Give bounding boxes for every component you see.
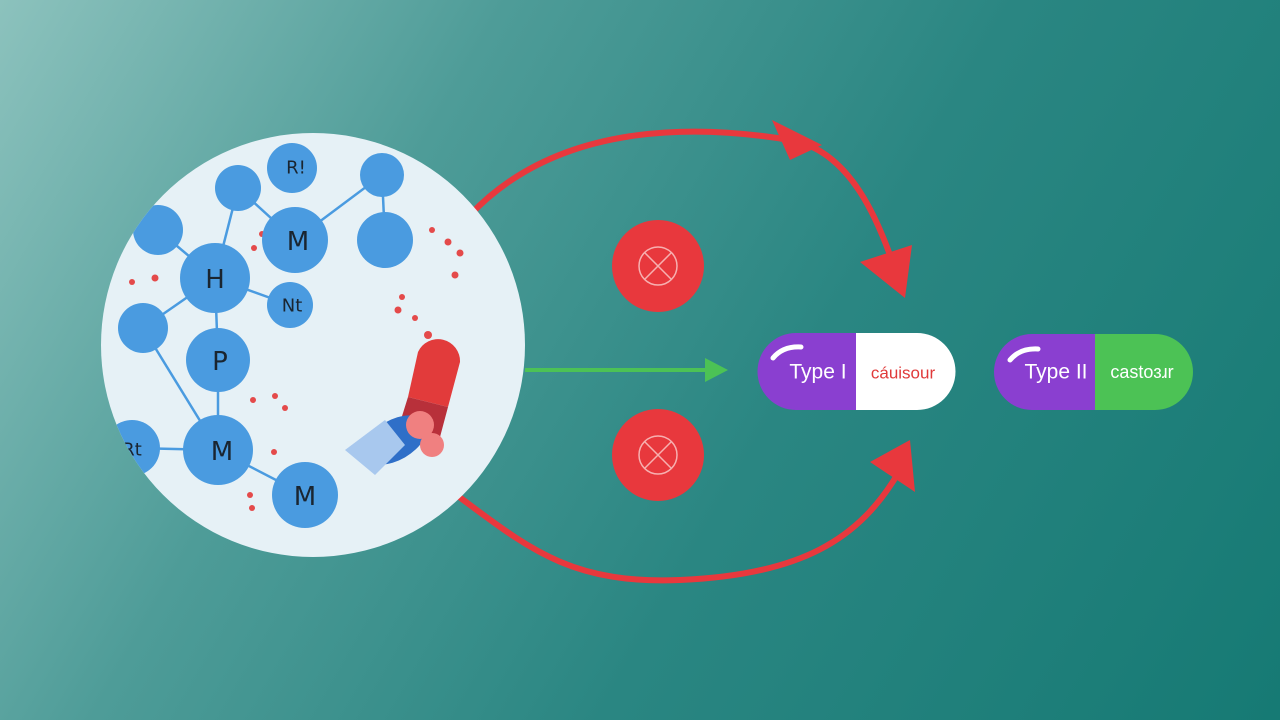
top-red-arrow: [467, 128, 903, 286]
bottom-red-arrow: [438, 468, 903, 584]
node-label: M: [287, 227, 309, 257]
green-arrowhead-icon: [705, 358, 728, 382]
pill-tag: castoɜɹr: [1110, 362, 1173, 382]
pill-type-1: Type I cáuisour: [757, 333, 956, 410]
node-label: Nt: [282, 296, 303, 317]
prohibited-icon: [612, 220, 704, 312]
pill-label: Type I: [789, 361, 846, 384]
pill-label: Type II: [1024, 361, 1087, 384]
top-arrowhead-icon: [772, 120, 912, 298]
node-label: Rt: [122, 440, 142, 461]
prohibited-icon: [612, 409, 704, 501]
molecule-diagram: R! M H Nt P Rt M M: [104, 143, 464, 528]
node-label: H: [205, 265, 225, 295]
pill-type-2: Type II castoɜɹr: [994, 334, 1193, 410]
node-label: P: [212, 347, 228, 377]
capsule-icon: [345, 339, 461, 475]
node-label: M: [294, 482, 316, 512]
node-label: R!: [286, 158, 306, 179]
bottom-arrowhead-icon: [870, 440, 915, 492]
node-label: M: [211, 437, 233, 467]
pill-tag: cáuisour: [871, 364, 936, 383]
